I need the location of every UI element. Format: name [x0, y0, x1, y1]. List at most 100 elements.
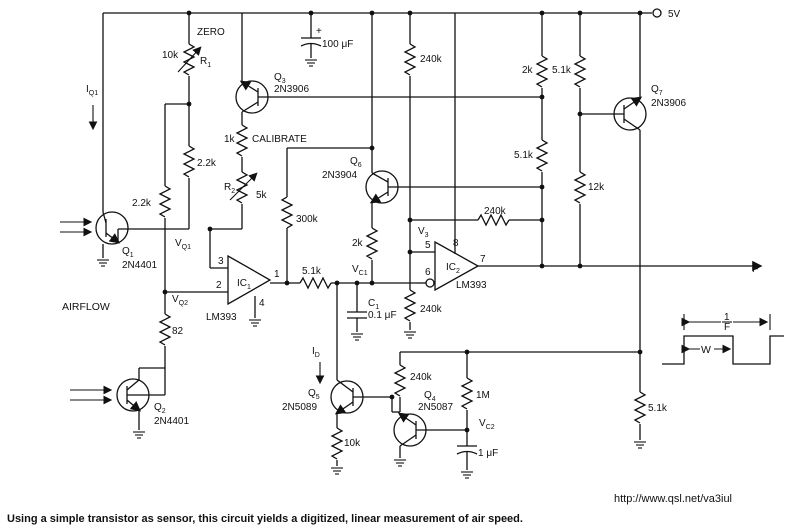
r2-value: 5k	[256, 190, 268, 201]
svg-text:+: +	[316, 26, 322, 37]
q6-part: 2N3904	[322, 170, 357, 181]
ic1-comparator	[227, 254, 272, 306]
v3-label: V3	[418, 226, 429, 239]
r2-name: R2	[224, 182, 235, 195]
vq2-label: VQ2	[172, 294, 188, 307]
q2-transistor	[116, 368, 166, 412]
q7-part: 2N3906	[651, 98, 686, 109]
r-5-1k-mid	[299, 276, 332, 290]
r-5-1k-out-label: 5.1k	[648, 403, 668, 414]
ic1-name: IC1	[237, 278, 251, 291]
q1-part: 2N4401	[122, 260, 157, 271]
q4-part: 2N5087	[418, 402, 453, 413]
q5-part: 2N5089	[282, 402, 317, 413]
r1-zero-pot	[177, 13, 202, 104]
ic1-part: LM393	[206, 312, 237, 323]
r-5-1k-q7-label: 5.1k	[552, 65, 572, 76]
c-100uf: +	[300, 13, 322, 67]
r-240k-bot	[403, 283, 417, 339]
q5-name: Q5	[308, 388, 320, 401]
ic2-pin6: 6	[425, 267, 431, 278]
iq1-label: IQ1	[86, 84, 98, 97]
airflow-label: AIRFLOW	[62, 301, 110, 313]
r-240k-bot-label: 240k	[420, 304, 443, 315]
ic1-pin1: 1	[274, 269, 280, 280]
r-2k-q6	[365, 202, 379, 283]
r-240k-top	[403, 13, 417, 283]
q7-transistor	[580, 13, 647, 392]
r-82	[158, 292, 172, 368]
q4-name: Q4	[424, 390, 436, 403]
r-300k	[280, 147, 372, 283]
supply-label: 5V	[668, 9, 681, 20]
period-numerator: 1	[724, 312, 730, 323]
r1-value: 10k	[162, 50, 179, 61]
calibrate-label: CALIBRATE	[252, 134, 307, 145]
figure-caption: Using a simple transistor as sensor, thi…	[7, 513, 523, 525]
r-2-2k-b	[182, 104, 196, 229]
id-label: ID	[312, 346, 320, 359]
vq1-label: VQ1	[175, 238, 191, 251]
q4-transistor	[393, 412, 467, 467]
ic2-name: IC2	[446, 262, 460, 275]
ic2-pin8: 8	[453, 238, 459, 249]
q7-name: Q7	[651, 84, 663, 97]
ic2-part: LM393	[456, 280, 487, 291]
c1-value: 0.1 μF	[368, 310, 397, 321]
ic2-pin5: 5	[425, 240, 431, 251]
period-denominator: F	[724, 322, 730, 333]
r-10k-q5	[330, 413, 344, 475]
q2-name: Q2	[154, 402, 166, 415]
c-100uf-label: 100 μF	[322, 39, 353, 50]
r-240k-fb-label: 240k	[484, 206, 507, 217]
r-2-2k-b-label: 2.2k	[197, 158, 217, 169]
r-10k-q5-label: 10k	[344, 438, 361, 449]
ic2-pin7: 7	[480, 254, 486, 265]
r-1m-label: 1M	[476, 390, 490, 401]
q3-name: Q3	[274, 72, 286, 85]
ic1-pin3: 3	[218, 256, 224, 267]
supply-rail	[103, 8, 662, 18]
q6-name: Q6	[350, 156, 362, 169]
q6-transistor	[365, 170, 540, 204]
c1-capacitor	[347, 283, 367, 341]
r-2-2k-a-label: 2.2k	[132, 198, 152, 209]
vc1-label: VC1	[352, 264, 368, 277]
r-2k-right-label: 2k	[522, 65, 534, 76]
r1-name: R1	[200, 56, 211, 69]
r2-calibrate-pot	[229, 171, 258, 229]
source-url[interactable]: http://www.qsl.net/va3iul	[614, 493, 732, 505]
r-12k	[573, 171, 587, 266]
output-f-label: F	[752, 263, 758, 275]
r-5-1k-out	[633, 391, 647, 449]
r-5-1k-right	[535, 139, 549, 266]
r-2-2k-a	[158, 185, 172, 292]
r-240k-top-label: 240k	[420, 54, 443, 65]
r-240k-fb	[477, 213, 510, 227]
zero-label: ZERO	[197, 27, 225, 38]
r-5-1k-right-label: 5.1k	[514, 150, 534, 161]
r-82-label: 82	[172, 326, 184, 337]
q3-part: 2N3906	[274, 84, 309, 95]
r-240k-q4-label: 240k	[410, 372, 433, 383]
vc2-label: VC2	[479, 418, 495, 431]
c2-value: 1 μF	[478, 448, 498, 459]
width-label: W	[701, 344, 711, 356]
r-1k-label: 1k	[224, 134, 236, 145]
q1-name: Q1	[122, 246, 134, 259]
r-2k-q6-label: 2k	[352, 238, 364, 249]
q1-transistor	[95, 206, 129, 245]
r-1k	[235, 112, 249, 172]
r-5-1k-mid-label: 5.1k	[302, 266, 322, 277]
ic2-comparator	[410, 13, 480, 292]
q1-light-arrows	[60, 217, 93, 237]
c2-capacitor	[456, 445, 478, 479]
c1-name: C1	[368, 298, 379, 311]
r-12k-label: 12k	[588, 182, 605, 193]
timing-period-label: 1 F	[721, 311, 733, 333]
r-5-1k-q7	[573, 13, 587, 172]
q2-part: 2N4401	[154, 416, 189, 427]
q2-light-arrows	[70, 385, 113, 405]
r-300k-label: 300k	[296, 214, 319, 225]
